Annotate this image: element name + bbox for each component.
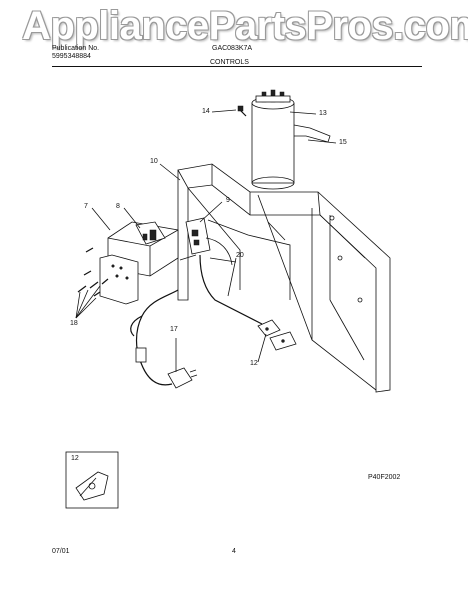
power-cord <box>130 289 198 389</box>
control-panel-housing <box>177 163 391 393</box>
wire-harness <box>199 254 263 325</box>
figure-code: P40F2002 <box>368 474 401 481</box>
callout-17: 17 <box>170 326 178 333</box>
capacitor-part <box>251 89 295 190</box>
callout-14: 14 <box>202 108 210 115</box>
publication-label: Publication No. <box>52 45 100 52</box>
callout-7: 7 <box>84 203 88 210</box>
leader-lines <box>91 109 337 372</box>
switch-bracket <box>99 221 179 305</box>
thermostat <box>185 217 211 255</box>
callout-12: 12 <box>250 360 258 367</box>
screw-14 <box>237 105 247 117</box>
inset-box <box>65 451 119 509</box>
callout-13: 13 <box>319 110 327 117</box>
footer-page-number: 4 <box>232 548 236 555</box>
section-title: CONTROLS <box>210 59 249 66</box>
callout-8: 8 <box>116 203 120 210</box>
screws-18 <box>75 247 109 319</box>
callout-12-inset: 12 <box>71 455 79 462</box>
watermark-logo: AppliancePartsPros.com <box>22 4 468 48</box>
callout-18: 18 <box>70 320 78 327</box>
callout-10: 10 <box>150 158 158 165</box>
publication-number: 5995348884 <box>52 53 91 60</box>
callout-9: 9 <box>226 197 230 204</box>
callout-20: 20 <box>236 252 244 259</box>
rotary-switch <box>135 221 166 245</box>
model-number: GAC083K7A <box>212 45 253 52</box>
header-rule <box>52 66 422 67</box>
thermistor-clip <box>257 319 297 351</box>
callout-15: 15 <box>339 139 347 146</box>
capacitor-strap <box>293 124 331 143</box>
footer-date: 07/01 <box>52 548 70 555</box>
